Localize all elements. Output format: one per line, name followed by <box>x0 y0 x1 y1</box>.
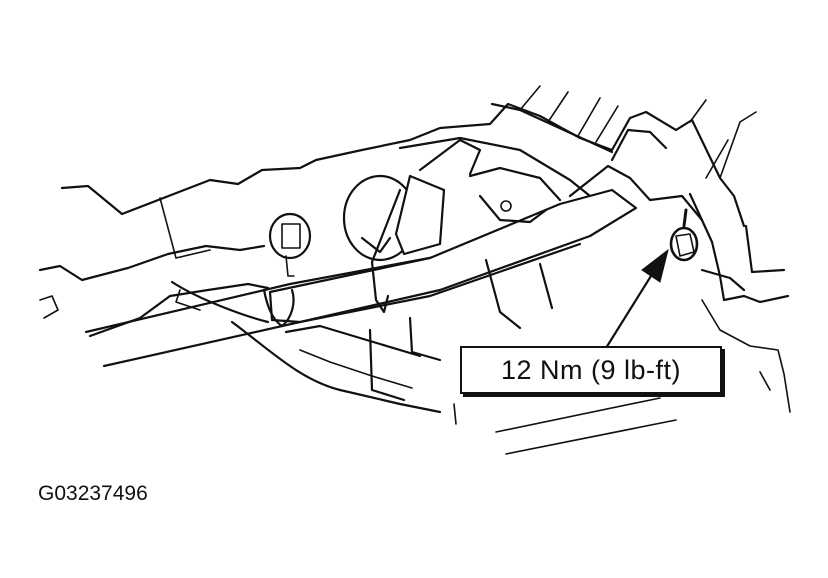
bar-end-bracket <box>568 128 704 222</box>
lower-arm-outline <box>170 280 442 414</box>
fastener-nut <box>669 208 699 262</box>
frame-upper-top <box>490 102 614 154</box>
lower-bracket <box>368 316 442 402</box>
figure-id-label: G03237496 <box>38 482 148 505</box>
right-frame <box>688 192 790 304</box>
bushing-clamp <box>262 288 295 328</box>
right-frame-lower <box>701 299 791 413</box>
stabilizer-bar <box>268 188 638 324</box>
center-hole <box>500 200 512 212</box>
shock-body <box>394 174 446 256</box>
torque-callout: 12 Nm (9 lb-ft) <box>460 346 722 394</box>
right-frame-upper <box>705 111 757 179</box>
lower-arm-inner <box>175 289 413 389</box>
center-bracket <box>468 166 562 330</box>
shock-rod <box>360 188 402 314</box>
bushing-detail <box>281 223 301 277</box>
left-bracket-inner <box>39 197 211 319</box>
frame-upper-outline <box>60 102 746 228</box>
callout-leader-arrow <box>604 248 669 350</box>
shock-upper <box>418 138 482 176</box>
rail-line-2 <box>102 242 582 368</box>
frame-ribs <box>519 85 707 143</box>
bushing-mount <box>268 212 312 260</box>
lower-hatch <box>453 397 677 455</box>
